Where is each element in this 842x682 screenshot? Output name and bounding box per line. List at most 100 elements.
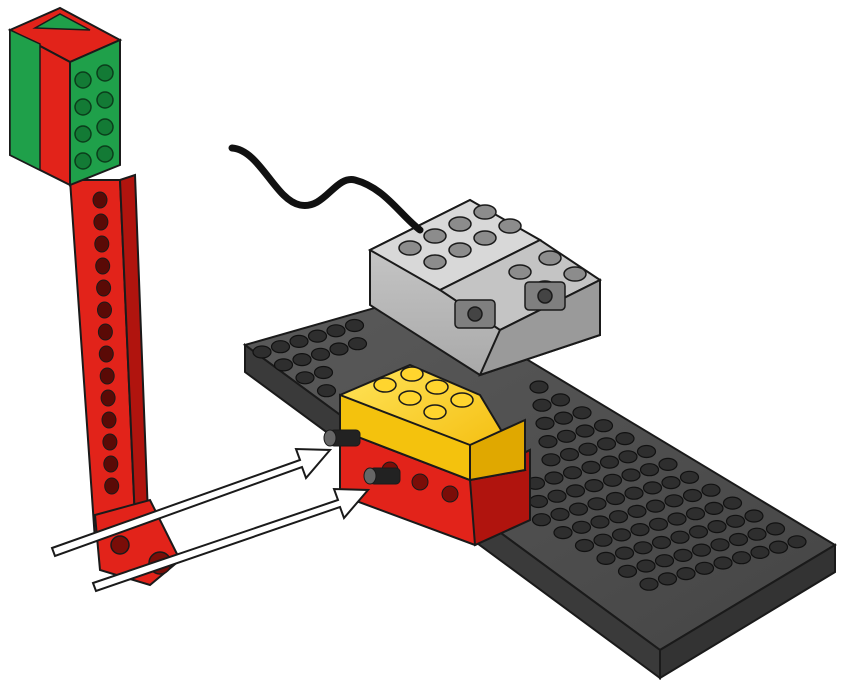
- baseplate-studs: [252, 318, 807, 591]
- stud: [713, 556, 733, 570]
- stud: [535, 416, 555, 430]
- stud: [642, 481, 663, 495]
- beam-hole: [103, 455, 119, 473]
- stud: [602, 473, 623, 487]
- beam-hole: [97, 323, 113, 341]
- assembly-arrow-lower: [91, 487, 371, 593]
- stud: [565, 484, 586, 498]
- stud: [547, 489, 567, 503]
- stud: [605, 491, 626, 506]
- stud: [664, 494, 684, 508]
- signal-head-studs: [74, 64, 114, 170]
- stud: [550, 393, 571, 407]
- stud: [608, 510, 629, 524]
- stud: [682, 488, 703, 503]
- green-stud: [74, 125, 92, 143]
- stud: [704, 501, 724, 515]
- green-stud: [96, 118, 114, 136]
- stud: [673, 548, 693, 563]
- beam-hole: [101, 411, 117, 429]
- green-stud: [96, 145, 114, 163]
- stud: [344, 318, 365, 333]
- stud: [531, 513, 552, 527]
- signal-post-holes: [92, 191, 120, 495]
- stud: [295, 371, 315, 385]
- stud: [310, 347, 331, 361]
- stud: [553, 411, 574, 425]
- stud: [544, 471, 564, 485]
- stud: [559, 447, 580, 462]
- stud: [728, 532, 749, 547]
- stud: [661, 476, 681, 490]
- stud: [744, 509, 764, 523]
- stud: [532, 398, 552, 412]
- stud: [611, 528, 632, 542]
- stud: [574, 538, 595, 553]
- stud: [307, 329, 328, 343]
- beam-hole: [99, 367, 115, 385]
- stud: [731, 551, 752, 565]
- stud: [593, 419, 614, 433]
- stud: [581, 460, 601, 474]
- stud: [313, 365, 334, 380]
- stud: [596, 437, 617, 451]
- stud: [568, 502, 589, 516]
- stud: [528, 494, 549, 509]
- stud: [615, 432, 635, 446]
- stud: [618, 450, 638, 464]
- stud: [685, 507, 706, 521]
- stud: [645, 499, 666, 513]
- stud: [630, 522, 650, 537]
- green-stud: [74, 152, 92, 170]
- stud: [670, 530, 690, 544]
- beam-hole: [97, 301, 112, 319]
- stud: [765, 522, 786, 536]
- stud: [584, 479, 604, 493]
- motor-output-sockets: [454, 281, 566, 329]
- beam-hole: [102, 433, 118, 451]
- stud: [651, 535, 672, 550]
- stud: [707, 519, 727, 534]
- beam-hole: [93, 213, 109, 231]
- stud: [590, 515, 610, 529]
- stud: [694, 561, 715, 575]
- stud: [768, 540, 789, 554]
- green-stud: [96, 91, 114, 109]
- stud: [289, 334, 309, 348]
- stud: [553, 525, 573, 540]
- green-stud: [74, 98, 92, 116]
- stud: [252, 345, 272, 359]
- stud: [347, 337, 368, 351]
- stud: [593, 533, 613, 547]
- stud: [575, 424, 595, 438]
- stud: [587, 497, 607, 511]
- stud: [701, 483, 721, 497]
- stud: [657, 572, 678, 586]
- stud: [639, 463, 660, 477]
- beam-hole: [100, 389, 116, 407]
- axle-peg-lower: [363, 467, 401, 485]
- stud: [658, 457, 678, 471]
- sloped-yellow-brick: [339, 363, 527, 482]
- stud: [722, 496, 743, 510]
- stud: [639, 577, 659, 591]
- beam-hole: [95, 257, 111, 275]
- stud: [578, 442, 598, 456]
- stud: [529, 380, 549, 394]
- motor-studs: [398, 204, 587, 296]
- stud: [679, 470, 700, 484]
- stud: [617, 564, 638, 578]
- green-stud: [74, 71, 92, 89]
- stud: [621, 468, 641, 482]
- stud: [572, 406, 592, 420]
- beam-hole: [98, 345, 114, 363]
- stud: [599, 455, 620, 469]
- cable: [228, 144, 424, 234]
- stud: [562, 466, 583, 480]
- stud: [556, 429, 577, 443]
- stud: [329, 342, 349, 356]
- beam-hole: [94, 235, 110, 253]
- beam-hole: [92, 191, 108, 209]
- stud: [270, 340, 291, 354]
- stud: [688, 525, 709, 539]
